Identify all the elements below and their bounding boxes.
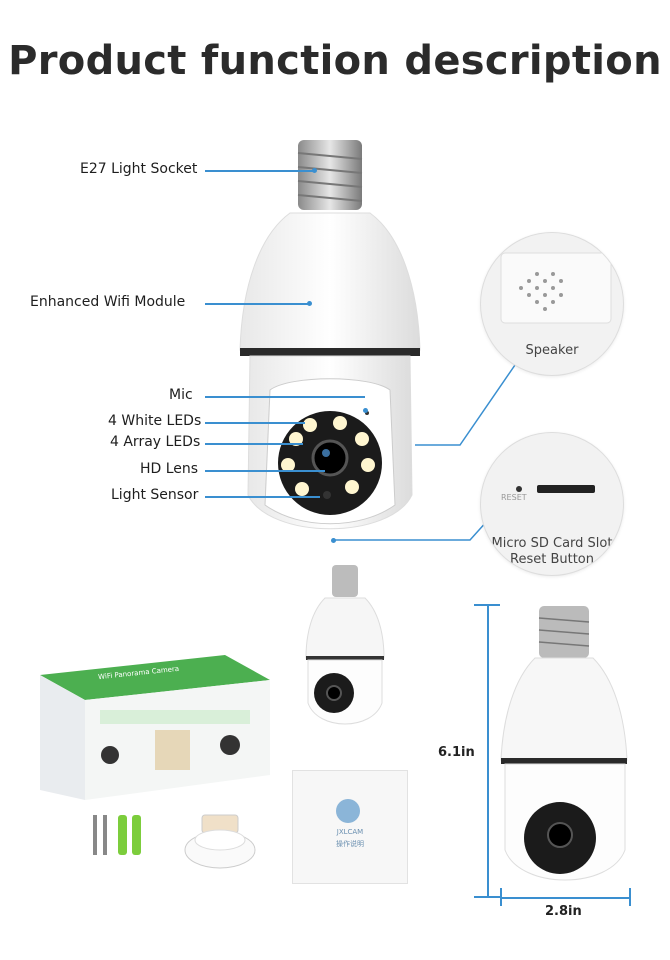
reset-button-label: Reset Button <box>510 552 594 567</box>
leader-sensor <box>205 496 320 498</box>
package-box <box>40 655 270 800</box>
package-camera <box>305 565 385 725</box>
speaker-label: Speaker <box>525 343 579 358</box>
manual-brand: JXLCAM <box>336 828 364 836</box>
label-white-leds: 4 White LEDs <box>108 413 202 429</box>
leader-dot-sd <box>331 538 336 543</box>
socket-adapter <box>184 814 256 869</box>
manual-logo-icon <box>336 799 360 823</box>
label-sensor: Light Sensor <box>111 487 199 503</box>
height-dimension-line <box>487 605 489 897</box>
manual-subtitle: 操作说明 <box>336 840 364 848</box>
leader-dot-socket <box>312 168 317 173</box>
width-dimension-label: 2.8in <box>545 904 582 919</box>
leader-socket <box>205 170 315 172</box>
width-dimension-cap-left <box>500 888 502 906</box>
speaker-grille-icon <box>500 252 612 324</box>
speaker-callout: Speaker <box>480 232 624 376</box>
leader-array-leds <box>205 443 303 445</box>
page-title: Product function description <box>8 38 662 84</box>
label-array-leds: 4 Array LEDs <box>110 434 201 450</box>
leader-mic <box>205 396 365 398</box>
callout-line-sd <box>335 519 489 541</box>
label-socket: E27 Light Socket <box>80 161 198 177</box>
height-dimension-cap-top <box>474 604 500 606</box>
label-lens: HD Lens <box>140 461 199 477</box>
dimension-camera <box>500 606 628 881</box>
screws-anchors <box>93 815 141 855</box>
leader-dot-wifi <box>307 301 312 306</box>
leader-wifi <box>205 303 310 305</box>
manual-card: JXLCAM 操作说明 <box>292 770 408 884</box>
callout-line-speaker <box>415 364 516 446</box>
height-dimension-label: 6.1in <box>438 745 475 760</box>
sd-slot-callout: RESET Micro SD Card Slot Reset Button <box>480 432 624 576</box>
reset-small-label: RESET <box>501 493 527 502</box>
label-mic: Mic <box>169 387 193 403</box>
sd-slot-icon <box>516 485 595 493</box>
main-camera-illustration <box>239 140 421 530</box>
leader-dot-mic <box>363 408 368 413</box>
width-dimension-line <box>500 897 630 899</box>
leader-white-leds <box>205 422 305 424</box>
height-dimension-cap-bottom <box>474 896 500 898</box>
sd-slot-label: Micro SD Card Slot <box>491 536 613 551</box>
label-wifi: Enhanced Wifi Module <box>30 294 186 310</box>
leader-lens <box>205 470 325 472</box>
width-dimension-cap-right <box>629 888 631 906</box>
